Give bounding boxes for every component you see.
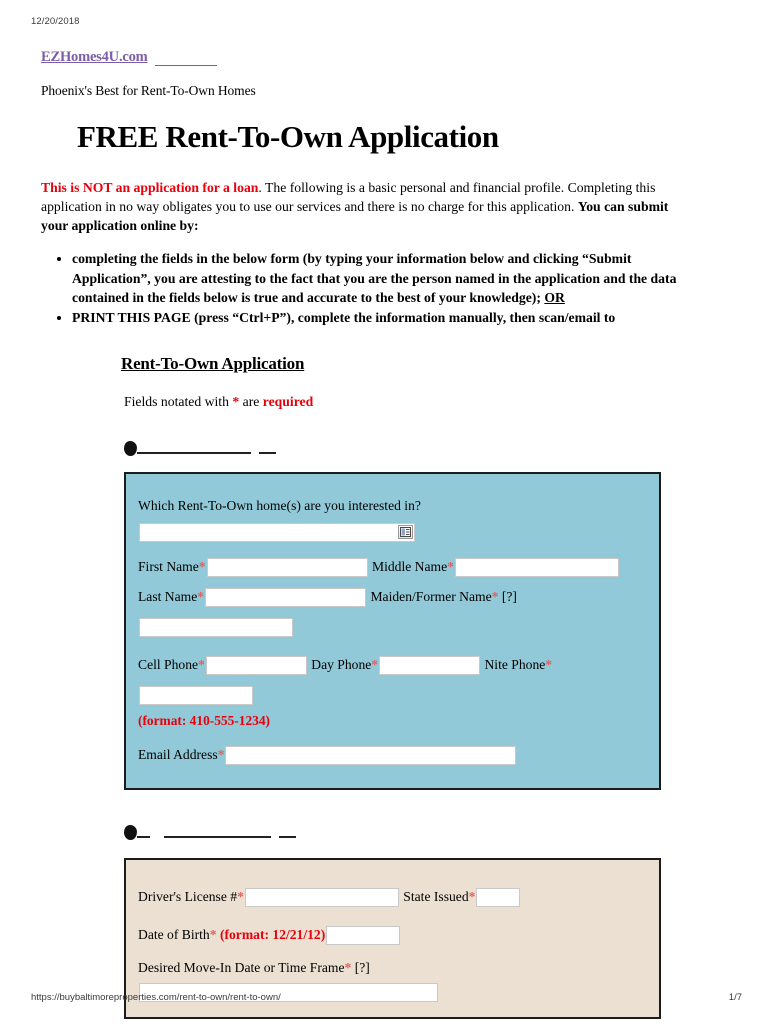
maiden-name-label: Maiden/Former Name* [?] [370,588,517,604]
document-body: EZHomes4U.com Phoenix's Best for Rent-To… [0,44,770,1019]
bullet-emphasis: OR [544,289,565,305]
move-in-field-row [138,981,647,1003]
move-in-label: Desired Move-In Date or Time Frame* [?] [138,959,370,975]
identity-info-panel: Driver's License #* State Issued* Date o… [124,857,661,1019]
required-note-word: required [262,393,314,409]
submit-options-list: completing the fields in the below form … [0,249,712,328]
site-link-underline-tail [154,54,217,66]
footer-url: https://buybaltimoreproperties.com/rent-… [31,992,281,1003]
drivers-license-label: Driver's License #* [138,888,244,904]
bullet-text: PRINT THIS PAGE (press “Ctrl+P”), comple… [72,310,616,326]
first-name-input[interactable] [206,558,368,578]
required-note-mid: are [239,393,263,409]
date-of-birth-label: Date of Birth* (format: 12/21/12) [138,926,326,942]
print-date: 12/20/2018 [31,16,80,27]
redaction-rule-short [279,827,296,838]
last-name-input[interactable] [205,588,367,608]
maiden-name-input[interactable] [139,618,293,638]
bullet-text: completing the fields in the below form … [72,251,677,305]
email-row: Email Address* [138,740,647,770]
first-name-label: First Name* [138,558,206,574]
interest-picker-wrap [138,520,416,544]
redaction-blob-icon [123,440,138,457]
middle-name-input[interactable] [454,558,619,578]
dob-format-note: (format: 12/21/12) [219,926,326,942]
interest-question-label: Which Rent-To-Own home(s) are you intere… [138,497,421,513]
list-picker-icon[interactable] [398,524,413,539]
redaction-rule-long [164,827,271,838]
state-issued-input[interactable] [476,888,521,908]
cell-phone-label: Cell Phone* [138,656,205,672]
nite-phone-input[interactable] [139,686,253,706]
redacted-section-heading-1 [123,432,770,457]
intro-submit-prompt: You can submit your application online b… [41,198,669,233]
drivers-license-input[interactable] [244,888,399,908]
last-name-label: Last Name* [138,588,205,604]
redaction-blob-icon [123,824,138,841]
page-title: FREE Rent-To-Own Application [77,119,499,154]
page-footer: https://buybaltimoreproperties.com/rent-… [0,992,770,1006]
redaction-rule-long [137,443,251,454]
name-row-2: Last Name* Maiden/Former Name* [?] [138,582,647,642]
middle-name-label: Middle Name* [372,558,454,574]
required-note-prefix: Fields notated with [124,393,233,409]
spacer [138,950,647,958]
spacer [138,544,647,552]
interest-field-row [138,519,647,544]
email-label: Email Address* [138,746,225,762]
move-in-input[interactable] [139,983,438,1003]
interest-input[interactable] [139,523,415,543]
license-row: Driver's License #* State Issued* [138,882,647,912]
site-tagline: Phoenix's Best for Rent-To-Own Homes [41,83,256,98]
state-issued-label: State Issued* [403,888,476,904]
intro-paragraph: This is NOT an application for a loan. T… [41,178,689,236]
phone-format-note: (format: 410-555-1234) [138,712,271,728]
phone-row: Cell Phone* Day Phone* Nite Phone* [138,650,647,710]
spacer [138,912,647,920]
intro-warning: This is NOT an application for a loan [41,179,259,195]
form-heading: Rent-To-Own Application [121,353,305,373]
required-note-star: * [232,393,240,409]
list-item: completing the fields in the below form … [72,249,712,307]
spacer [138,732,647,740]
site-link-row: EZHomes4U.com [41,44,770,66]
date-of-birth-input[interactable] [326,926,401,946]
day-phone-input[interactable] [379,656,481,676]
list-item: PRINT THIS PAGE (press “Ctrl+P”), comple… [72,308,712,327]
redacted-section-heading-2 [123,816,770,841]
intro-sentence: . The following is a basic personal and … [41,179,656,214]
name-row-1: First Name* Middle Name* [138,552,647,582]
nite-phone-label: Nite Phone* [484,656,553,672]
site-link[interactable]: EZHomes4U.com [41,49,148,65]
footer-page-number: 1/7 [728,992,742,1003]
email-input[interactable] [225,746,517,766]
required-fields-note: Fields notated with * are required [124,394,770,410]
spacer [138,642,647,650]
day-phone-label: Day Phone* [311,656,379,672]
cell-phone-input[interactable] [205,656,307,676]
contact-info-panel: Which Rent-To-Own home(s) are you intere… [124,471,661,790]
dob-row: Date of Birth* (format: 12/21/12) [138,920,647,950]
redaction-rule-stub [137,827,150,838]
redaction-rule-short [259,443,276,454]
